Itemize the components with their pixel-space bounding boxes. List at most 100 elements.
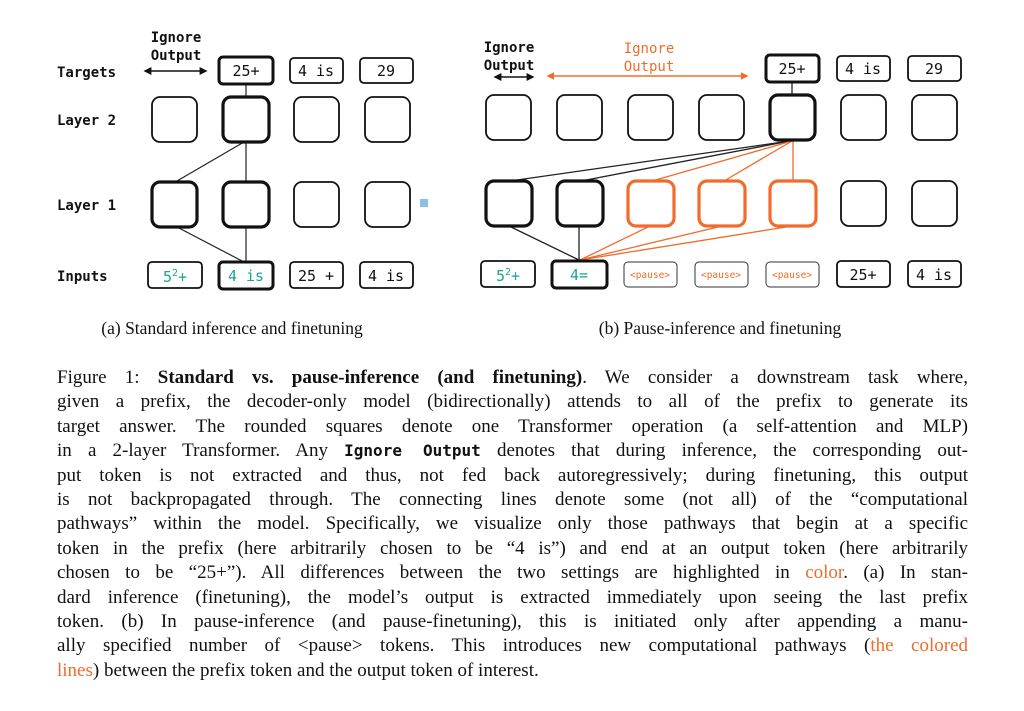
input-token-box [480, 260, 536, 288]
row-label-layer1: Layer 1 [57, 198, 116, 214]
input-token-box [359, 261, 414, 289]
layer1-block [555, 179, 605, 228]
layer1-block [293, 181, 340, 228]
target-token-box [764, 53, 821, 84]
row-label-targets: Targets [57, 65, 116, 81]
caption-line: target answer. The rounded squares denot… [57, 415, 968, 439]
layer2-block [221, 95, 271, 144]
layer2-block [485, 94, 532, 141]
layer2-block [556, 94, 603, 141]
layer1-block [840, 180, 887, 227]
input-token-box [836, 260, 891, 288]
caption-text: is not backpropagated through. The conne… [57, 488, 968, 510]
pause-token: <pause> [772, 270, 812, 281]
panel-b: Ignore Output Ignore Output 25+ 4 is 29 [480, 40, 962, 338]
target-token: 29 [925, 60, 943, 78]
layer1-block [221, 180, 271, 229]
target-token: 25+ [232, 62, 259, 80]
caption-line: token in the prefix (here arbitrarily ch… [57, 537, 968, 561]
target-token: 29 [377, 62, 395, 80]
caption-text: ) between the prefix token and the outpu… [92, 659, 539, 681]
layer2-block [840, 94, 887, 141]
input-token-box [907, 260, 962, 288]
caption-line: chosen to be “25+”). All differences bet… [57, 561, 968, 585]
input-token: 4= [570, 266, 588, 284]
caption-line: lines) between the prefix token and the … [57, 659, 968, 683]
layer1-block [150, 180, 199, 229]
input-token-box [147, 261, 203, 289]
caption-line: Figure 1: Standard vs. pause-inference (… [57, 366, 968, 390]
ignore-output-label-line1: Ignore [151, 30, 202, 46]
ignore-output-orange-line1: Ignore [624, 41, 675, 57]
pathway-lines [509, 82, 794, 261]
input-token: 52+ [496, 267, 520, 285]
layer2-block [627, 94, 674, 141]
layer2-block [911, 94, 958, 141]
caption-title: Standard vs. pause-inference (and finetu… [157, 367, 583, 388]
caption-text: chosen to be “25+”). All differences bet… [57, 562, 806, 584]
target-token: 4 is [298, 62, 334, 80]
layer1-block [911, 180, 958, 227]
marker-square [420, 199, 428, 207]
ignore-output-label-line2: Output [151, 48, 202, 64]
layer2-block [151, 96, 198, 143]
input-token: 52+ [163, 268, 187, 286]
caption-line: in a 2-layer Transformer. Any Ignore Out… [57, 439, 968, 463]
caption-text: token. (b) In pause-inference (and pause… [57, 610, 968, 632]
figure-diagram: Targets Layer 2 Layer 1 Inputs Ignore Ou… [57, 30, 962, 338]
figure-caption: Figure 1: Standard vs. pause-inference (… [57, 366, 968, 683]
layer1-pause-block [626, 179, 676, 228]
target-token: 4 is [845, 60, 881, 78]
input-token-box [217, 260, 275, 291]
pathway-lines [176, 85, 247, 263]
input-token: 4 is [228, 267, 264, 285]
target-token-box [359, 57, 414, 84]
caption-text: denotes that during inference, the corre… [480, 440, 969, 462]
pause-token: <pause> [701, 270, 741, 281]
target-token-box [836, 55, 891, 82]
caption-line: given a prefix, the decoder-only model (… [57, 390, 968, 414]
input-token-box [289, 261, 344, 289]
caption-text: dard inference (finetuning), the model’s… [57, 586, 968, 608]
caption-text: put token is not extracted and thus, not… [57, 464, 968, 486]
caption-highlight: the colored [870, 635, 968, 657]
input-token: 25 + [298, 267, 334, 285]
layer2-block [364, 96, 411, 143]
input-token: 4 is [368, 267, 404, 285]
layer2-block [293, 96, 340, 143]
row-label-layer2: Layer 2 [57, 113, 116, 129]
pause-token: <pause> [630, 270, 670, 281]
ignore-output-label-line2: Output [484, 58, 535, 74]
caption-line: dard inference (finetuning), the model’s… [57, 586, 968, 610]
caption-line: token. (b) In pause-inference (and pause… [57, 610, 968, 634]
caption-line: ally specified number of <pause> tokens.… [57, 634, 968, 658]
caption-highlight: color [805, 562, 844, 584]
caption-text: ally specified number of <pause> tokens.… [57, 635, 871, 657]
caption-line: is not backpropagated through. The conne… [57, 488, 968, 512]
caption-text: Figure 1: [57, 367, 158, 388]
subcaption-a: (a) Standard inference and finetuning [101, 318, 363, 338]
row-label-inputs: Inputs [57, 269, 108, 285]
caption-text: token in the prefix (here arbitrarily ch… [57, 537, 968, 559]
caption-text: . (a) In stan- [843, 562, 968, 584]
caption-text: target answer. The rounded squares denot… [57, 415, 968, 437]
target-token-box [289, 57, 344, 84]
caption-text: . We consider a downstream task where, [582, 367, 968, 388]
caption-highlight: lines [57, 659, 93, 681]
ignore-output-orange-line2: Output [624, 59, 675, 75]
caption-line: pathways” within the model. Specifically… [57, 512, 968, 536]
input-token: 4 is [916, 266, 952, 284]
caption-text: in a 2-layer Transformer. Any [57, 440, 345, 462]
target-token: 25+ [778, 60, 805, 78]
caption-code: Ignore Output [344, 441, 481, 461]
target-token-box [907, 55, 962, 82]
pause-token-box [765, 261, 820, 288]
layer1-pause-block [768, 179, 818, 228]
ignore-output-label-line1: Ignore [484, 40, 535, 56]
input-token: 25+ [849, 266, 876, 284]
subcaption-b: (b) Pause-inference and finetuning [599, 318, 842, 338]
pause-token-box [623, 261, 678, 288]
pause-token-box [694, 261, 749, 288]
target-token-box [217, 55, 275, 86]
layer1-block [364, 181, 411, 228]
